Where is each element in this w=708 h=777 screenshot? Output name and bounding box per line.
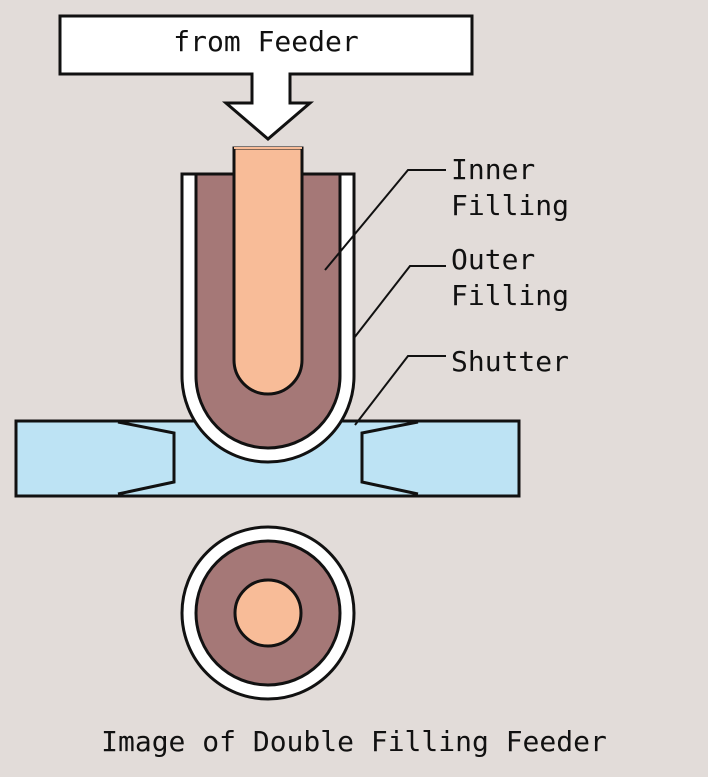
- nozzle: [180, 146, 356, 464]
- inner-tube-wall: [232, 146, 304, 396]
- leader-line-outer-filling: [353, 265, 446, 339]
- arrow-label: from Feeder: [173, 25, 359, 58]
- label-shutter: Shutter: [451, 345, 570, 378]
- diagram-caption: Image of Double Filling Feeder: [101, 725, 607, 758]
- shutter-left-blade: [117, 420, 176, 496]
- cross-section-inner-filling: [233, 578, 303, 648]
- leader-line-shutter: [354, 355, 446, 426]
- feeder-arrow-shape: [58, 14, 474, 141]
- label-outer-filling: Outer Filling: [451, 243, 570, 312]
- cross-section: [180, 525, 356, 701]
- feeder-arrow: [58, 14, 474, 141]
- shutter-right-blade: [360, 420, 419, 496]
- leader-lines: [324, 169, 446, 426]
- leader-line-inner-filling: [324, 169, 446, 271]
- label-inner-filling: Inner Filling: [451, 153, 570, 222]
